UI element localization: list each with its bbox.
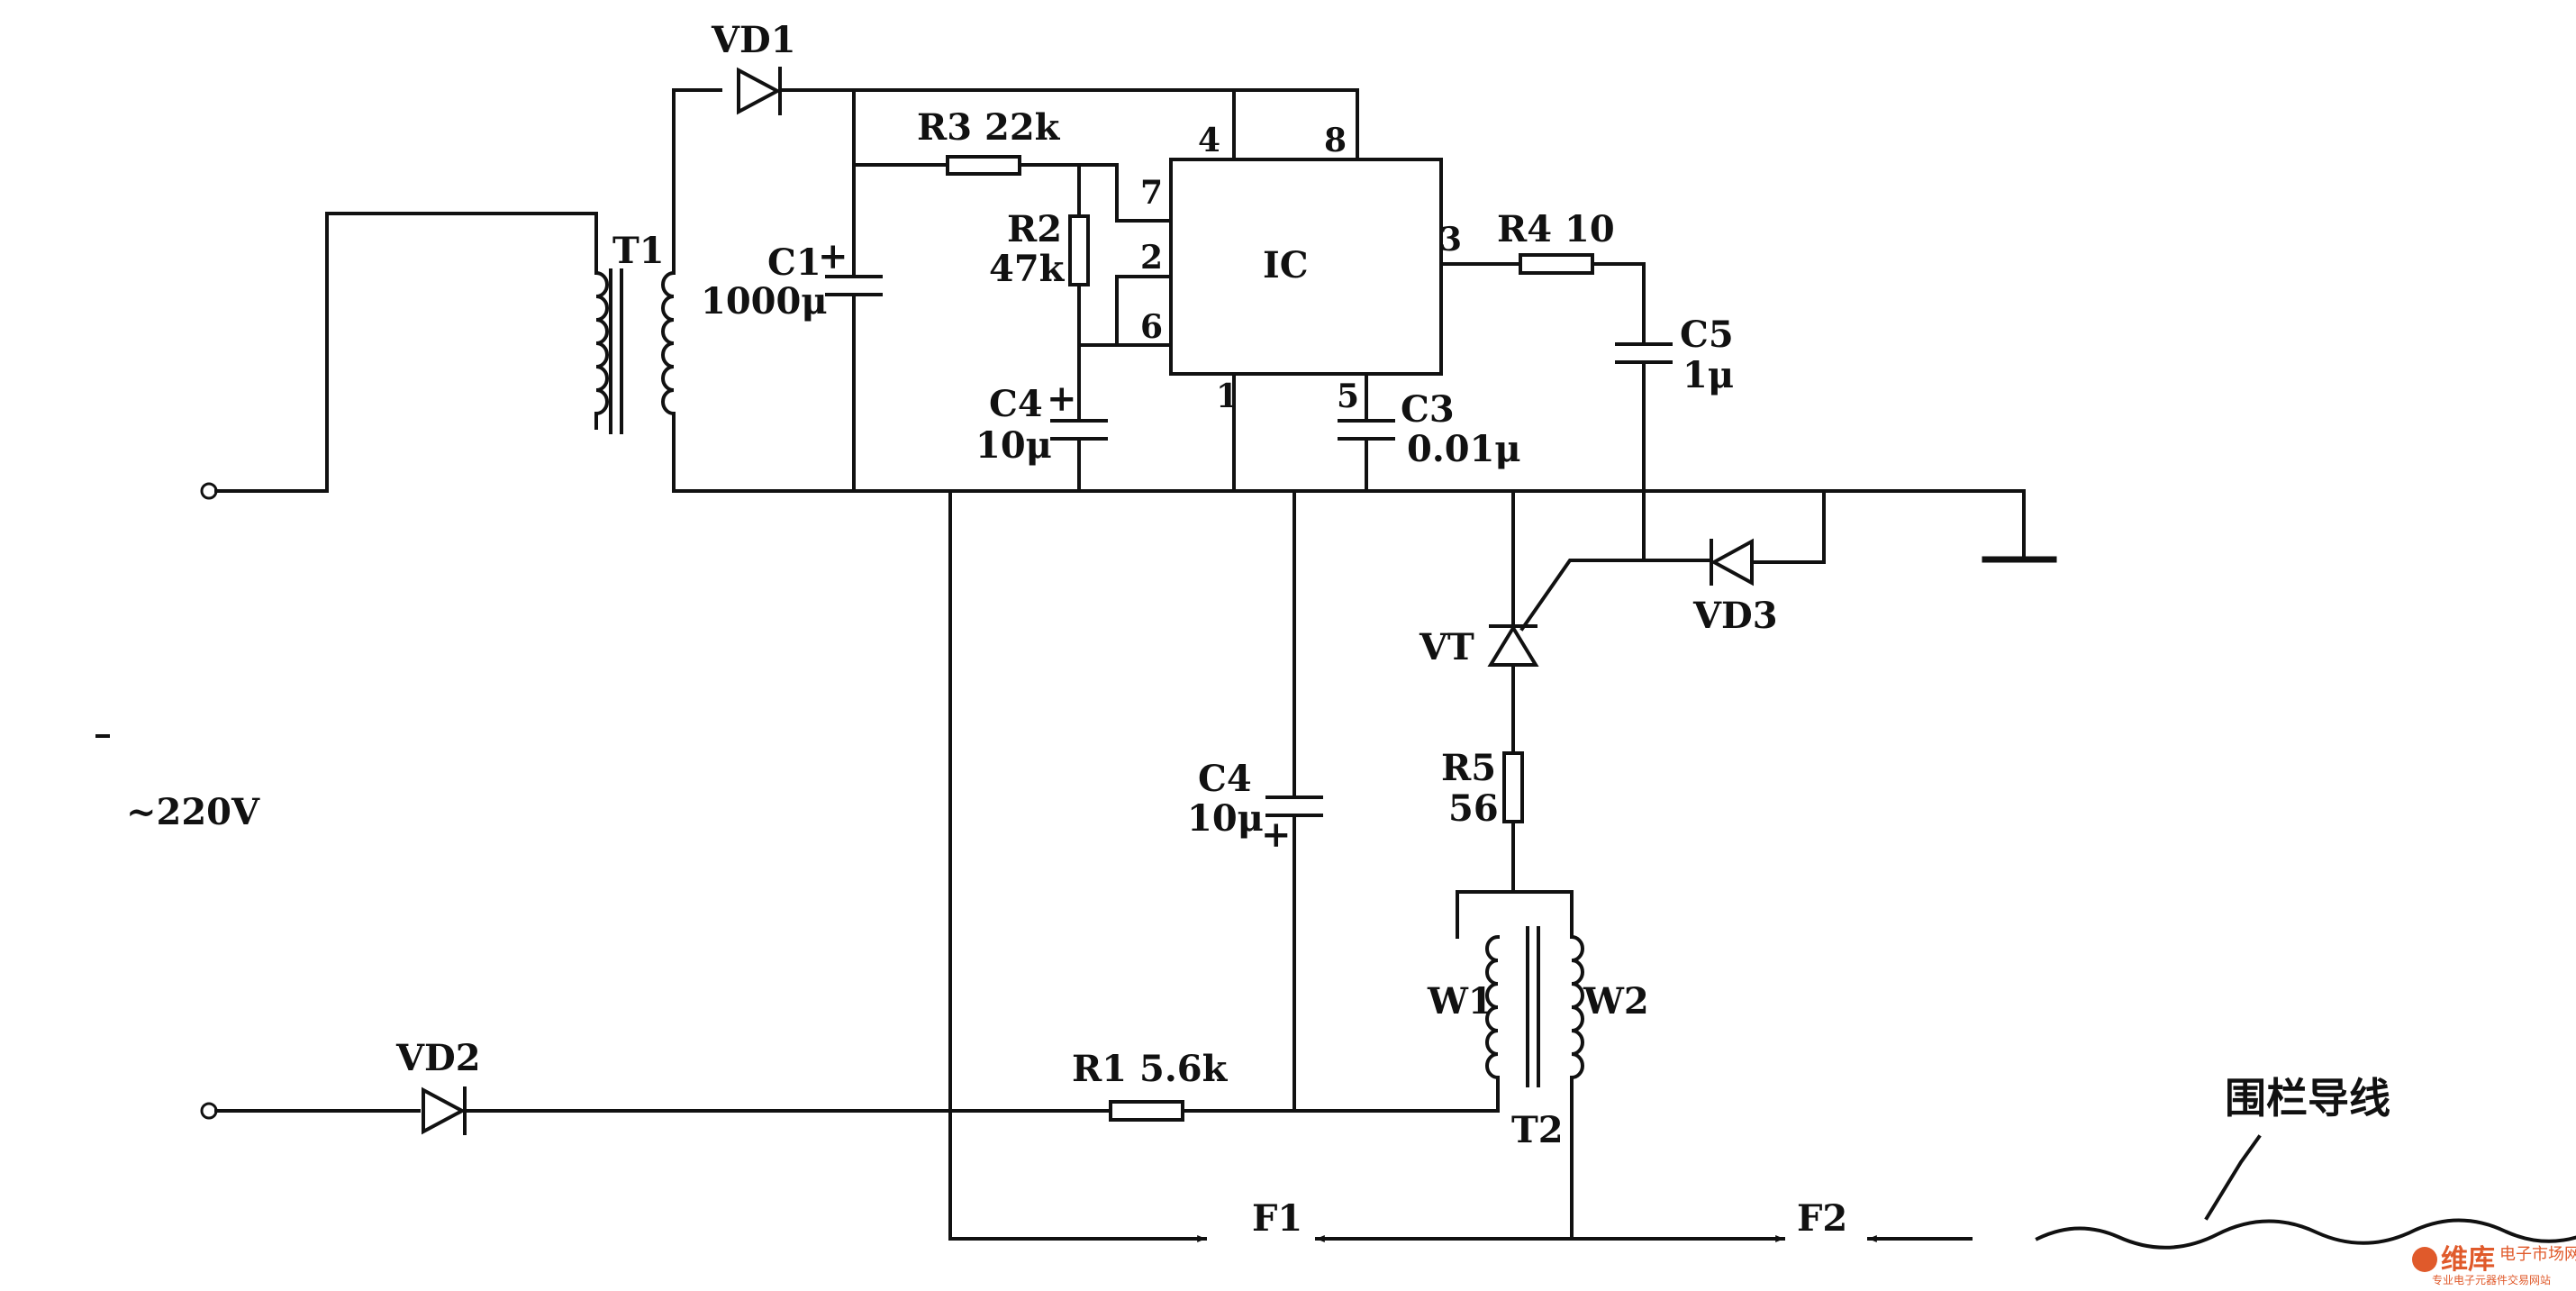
vd3-label: VD3 (1692, 595, 1778, 637)
ic-pin-4: 4 (1198, 122, 1220, 159)
pins-2-6-junction (1077, 275, 1173, 347)
r5-value: 56 (1448, 787, 1499, 830)
resistor-r1: R1 5.6k (1072, 1048, 1500, 1122)
c4-lower-label: C4 (1198, 758, 1252, 800)
c4-upper-label: C4 (989, 383, 1043, 425)
c3-value: 0.01μ (1407, 428, 1521, 470)
capacitor-c3: C3 0.01μ (1338, 388, 1521, 493)
f2-label: F2 (1797, 1197, 1847, 1240)
output-wiring: F1 F2 (948, 489, 1973, 1242)
ic-pin-6: 6 (1140, 308, 1163, 346)
r1-label: R1 5.6k (1072, 1048, 1229, 1090)
capacitor-c5: C5 1μ (1519, 314, 1734, 632)
r4-label: R4 10 (1497, 208, 1615, 250)
vd1-label: VD1 (711, 19, 796, 61)
watermark-brand: 维库 (2441, 1244, 2495, 1276)
fence-wire: 围栏导线 (2035, 1074, 2576, 1250)
thyristor-vt: VT (1419, 489, 1539, 755)
c3-label: C3 (1401, 388, 1455, 431)
ic-label: IC (1263, 244, 1309, 286)
r5-label: R5 (1441, 747, 1496, 789)
resistor-r5: R5 56 (1441, 747, 1524, 939)
diode-vd2: VD2 (395, 1037, 1112, 1135)
ic-pin-8: 8 (1324, 122, 1347, 159)
c1-label: C1 (767, 241, 821, 284)
watermark-tagline: 专业电子元器件交易网站 (2432, 1273, 2551, 1286)
c5-value: 1μ (1683, 354, 1734, 396)
c1-value: 1000μ (701, 280, 828, 323)
t2-label: T2 (1511, 1109, 1564, 1151)
vd2-label: VD2 (395, 1037, 481, 1079)
capacitor-c4-lower: C4 10μ + (1187, 489, 1323, 1113)
c4-upper-plus: + (1047, 377, 1077, 420)
ic-555: IC 4 8 7 2 6 1 5 3 (1140, 88, 1462, 493)
c4-lower-plus: + (1261, 814, 1292, 856)
ic-pin-7: 7 (1140, 174, 1163, 212)
r2-label: R2 (1007, 208, 1062, 250)
c5-label: C5 (1680, 314, 1734, 356)
ic-pin-1: 1 (1216, 377, 1238, 415)
fence-wire-label: 围栏导线 (2225, 1074, 2390, 1123)
source-label: ~220V (126, 791, 260, 833)
c4-upper-value: 10μ (975, 424, 1052, 467)
w1-label: W1 (1427, 980, 1493, 1023)
f1-label: F1 (1252, 1197, 1302, 1240)
ic-pin-3: 3 (1439, 221, 1462, 259)
resistor-r3: R3 22k (852, 106, 1173, 223)
ic-pin-2: 2 (1140, 239, 1163, 277)
transformer-t2: W1 W2 T2 (1427, 890, 1649, 1241)
ac-terminal-bottom (200, 1102, 218, 1120)
capacitor-c4-upper: C4 + 10μ (975, 343, 1108, 493)
ac-input: ~220V (95, 482, 421, 1120)
c4-lower-value: 10μ (1187, 797, 1264, 840)
watermark-logo-icon (2412, 1247, 2437, 1272)
t1-label: T1 (612, 230, 665, 272)
resistor-r4: R4 10 (1439, 208, 1646, 344)
resistor-r2: R2 47k (989, 163, 1090, 347)
vt-label: VT (1419, 626, 1474, 668)
capacitor-c1: C1 + 1000μ (701, 88, 883, 493)
c1-plus: + (818, 235, 848, 277)
w2-label: W2 (1583, 980, 1649, 1023)
diode-vd1: VD1 (711, 19, 1359, 115)
watermark: 维库 电子市场网 专业电子元器件交易网站 (2412, 1244, 2576, 1286)
ac-terminal-top (200, 482, 218, 500)
ic-pin-5: 5 (1337, 377, 1359, 415)
diode-vd3: VD3 (1692, 489, 1826, 637)
r2-value: 47k (989, 248, 1066, 290)
r3-label: R3 22k (917, 106, 1061, 149)
watermark-site: 电子市场网 (2499, 1245, 2576, 1264)
ground-symbol (1982, 489, 2057, 563)
